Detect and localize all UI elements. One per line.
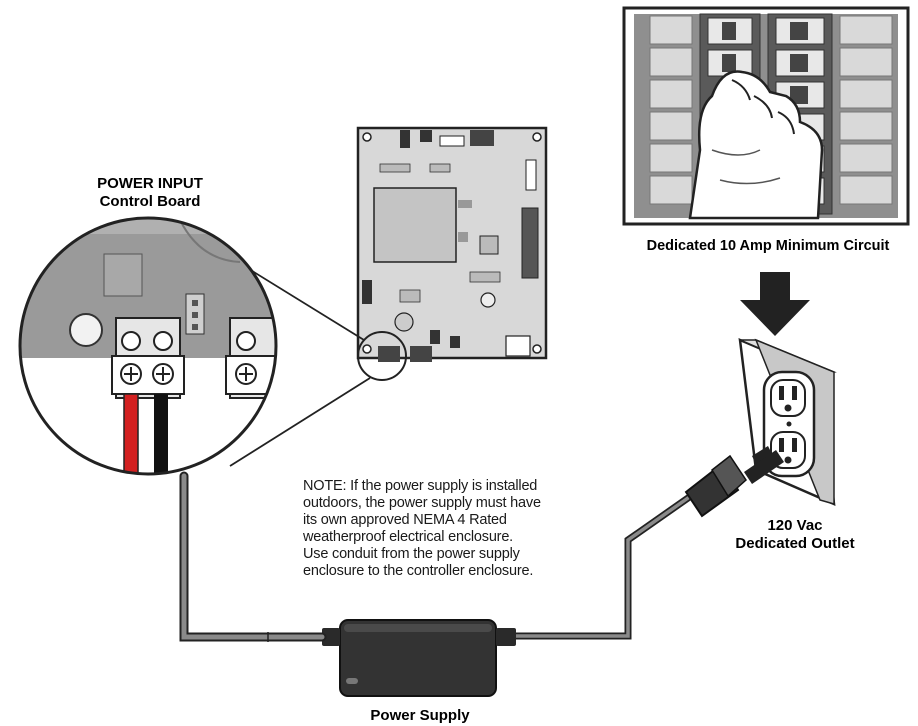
note-line: weatherproof electrical enclosure. [303, 529, 514, 545]
zoomed-power-input-inset [18, 216, 278, 476]
control-board-illustration [356, 126, 548, 362]
circuit-caption: Dedicated 10 Amp Minimum Circuit [647, 238, 890, 254]
ac-plug-and-cord [512, 446, 784, 640]
breaker-panel-illustration [622, 6, 910, 226]
installation-note: NOTE: If the power supply is installed o… [303, 478, 603, 580]
note-line: NOTE: If the power supply is installed [303, 478, 538, 494]
callout-small-circle [357, 331, 407, 381]
dc-cable [179, 471, 327, 642]
power-input-title: POWER INPUT [97, 175, 203, 192]
down-arrow-icon [740, 272, 810, 336]
note-line: its own approved NEMA 4 Rated [303, 512, 507, 528]
power-supply-brick [322, 619, 516, 697]
note-line: enclosure to the controller enclosure. [303, 563, 534, 579]
power-supply-label: Power Supply [370, 707, 470, 724]
outlet-label-line1: 120 Vac [767, 517, 822, 534]
note-line: Use conduit from the power supply [303, 546, 520, 562]
note-line: outdoors, the power supply must have [303, 495, 541, 511]
power-input-subtitle: Control Board [100, 193, 201, 210]
outlet-label-line2: Dedicated Outlet [735, 535, 854, 552]
